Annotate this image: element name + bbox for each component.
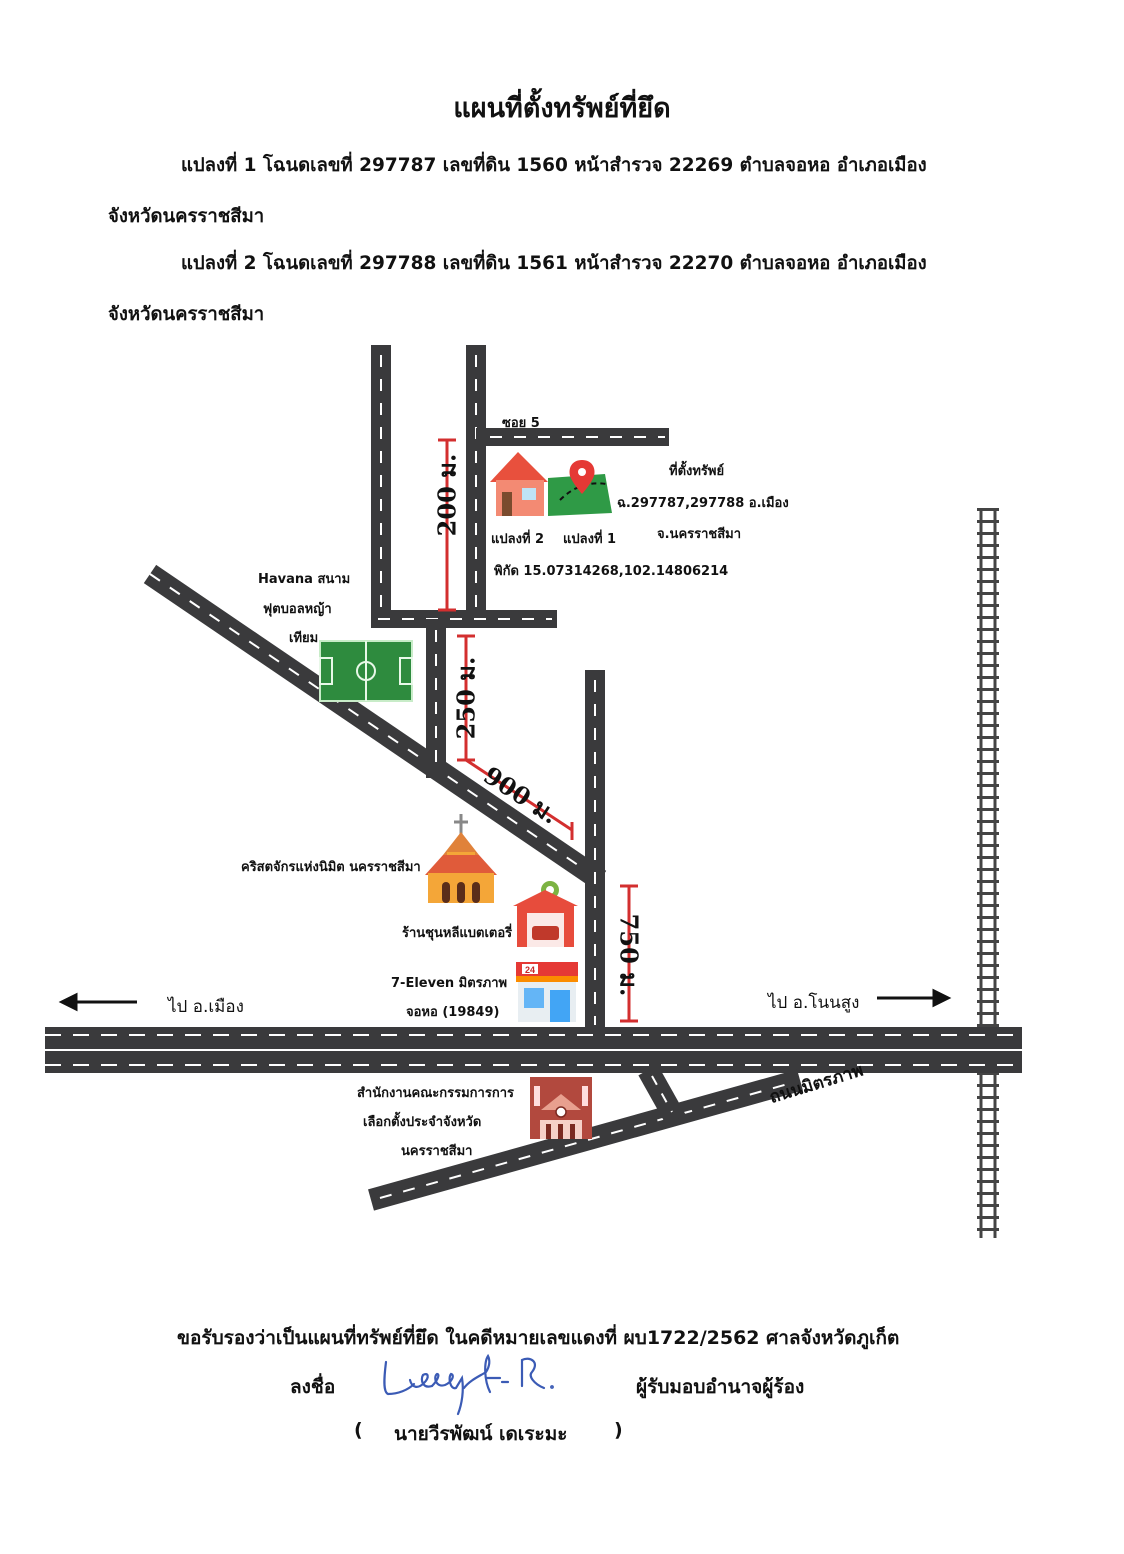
parcel-1-line-2: จังหวัดนครราชสีมา [108,206,265,227]
field-label-line-3: เทียม [289,631,319,646]
election-office-label-line-1: สำนักงานคณะกรรมการการ [357,1086,514,1101]
certification-text: ขอรับรองว่าเป็นแผนที่ทรัพย์ที่ยึด ในคดีห… [177,1327,900,1349]
distance-markers [438,438,638,1023]
distance-750m-label: 750 ม. [614,913,644,997]
arrow-right-icon [877,988,952,1008]
battery-shop-label: ร้านชุนหลีแบตเตอรี่ [402,926,513,941]
location-pin-icon [569,460,595,494]
seven-eleven-label-line-1: 7-Eleven มิตรภาพ [391,976,508,991]
railway [977,508,999,1238]
signer-role: ผู้รับมอบอำนาจผู้ร้อง [636,1376,805,1398]
main-road-mittraphap [45,1027,1022,1073]
soi-5-label: ซอย 5 [502,416,540,431]
parcel-1-line-1: แปลงที่ 1 โฉนดเลขที่ 297787 เลขที่ดิน 15… [181,155,927,176]
to-left-label: ไป อ.เมือง [168,997,244,1017]
marker-200m [438,438,456,612]
battery-shop-icon [513,881,578,947]
arrow-left-icon [58,992,137,1012]
marker-750m [620,884,638,1023]
parcel-2-line-1: แปลงที่ 2 โฉนดเลขที่ 297788 เลขที่ดิน 15… [181,253,927,274]
page-title: แผนที่ตั้งทรัพย์ที่ยึด [453,93,671,124]
convenience-store-icon [516,962,578,1022]
land-parcel-icon [548,474,612,516]
field-label-line-2: ฟุตบอลหญ้า [263,602,332,617]
election-office-label-line-3: นครราชสีมา [401,1144,473,1159]
coordinates-label: พิกัด 15.07314268,102.14806214 [494,564,729,579]
marker-900m [465,758,574,840]
sign-label: ลงชื่อ [290,1376,336,1398]
church-label: คริสตจักรแห่งนิมิต นครราชสีมา [241,860,421,875]
parcel-1-label: แปลงที่ 1 [563,532,617,547]
to-right-label: ไป อ.โนนสูง [768,993,860,1013]
church-icon [425,814,497,903]
election-office-icon [530,1077,592,1139]
football-field-icon [319,640,413,702]
diagonal-road [143,564,607,890]
signature [383,1353,554,1416]
election-office-label-line-2: เลือกตั้งประจำจังหวัด [363,1115,482,1130]
distance-250m-label: 250 ม. [451,656,481,740]
deed-label: ฉ.297787,297788 อ.เมือง [617,496,789,511]
seven-eleven-label-line-2: จอหอ (19849) [406,1005,500,1020]
house-icon [490,452,548,516]
signer-name: นายวีรพัฒน์ เดเระมะ [394,1423,568,1445]
parcel-2-label: แปลงที่ 2 [491,532,545,547]
frontage-road [368,1064,803,1211]
open-paren: ( [354,1419,363,1441]
field-label-line-1: Havana สนาม [258,572,351,587]
close-paren: ) [614,1419,623,1441]
parcel-2-line-2: จังหวัดนครราชสีมา [108,304,265,325]
distance-200m-label: 200 ม. [432,453,462,537]
seven-badge: 24 [525,965,535,975]
province-label: จ.นครราชสีมา [657,527,742,542]
road-network [45,345,1022,1211]
property-label: ที่ตั้งทรัพย์ [669,464,725,479]
